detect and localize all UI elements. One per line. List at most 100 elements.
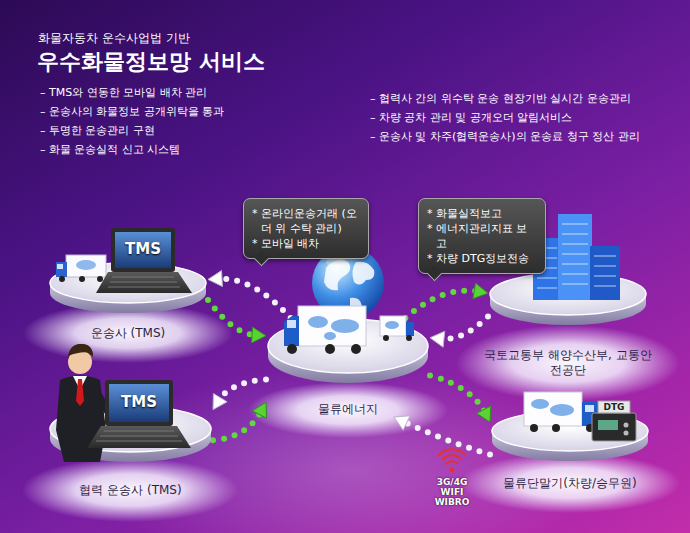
truck-icon bbox=[97, 276, 103, 282]
person-figure bbox=[68, 344, 93, 356]
callout-tail bbox=[254, 251, 270, 267]
signal-icon bbox=[438, 449, 466, 472]
person-figure bbox=[76, 379, 84, 406]
label-glow bbox=[456, 325, 680, 401]
label-glow bbox=[22, 303, 680, 522]
arrow-head bbox=[252, 327, 266, 343]
connector bbox=[430, 317, 488, 348]
arrow-head bbox=[473, 283, 488, 299]
callout-tail bbox=[427, 266, 443, 282]
truck-icon bbox=[79, 276, 85, 282]
dtg-device bbox=[592, 401, 636, 441]
dotted-arc bbox=[405, 291, 478, 318]
callout-text: * 모바일 배차 bbox=[252, 236, 360, 251]
truck-icon bbox=[56, 262, 67, 277]
label-glow bbox=[460, 453, 680, 513]
signal-icon bbox=[442, 455, 462, 460]
platform-label: 물류단말기(차량/승무원) bbox=[484, 476, 656, 491]
callout-text: * 화물실적보고 bbox=[427, 206, 537, 221]
arrow-head bbox=[208, 271, 222, 287]
truck-icon bbox=[325, 344, 335, 354]
connector bbox=[405, 283, 488, 318]
truck-icon bbox=[406, 322, 414, 336]
dotted-arc bbox=[218, 279, 291, 318]
arrow-head bbox=[213, 394, 227, 410]
truck-icon bbox=[287, 320, 296, 328]
arrow-head bbox=[430, 331, 445, 347]
building-icon bbox=[537, 224, 616, 288]
callout-text: * 에너지관리지표 보고 bbox=[427, 221, 537, 251]
device-tag: DTG bbox=[598, 401, 630, 413]
dtg-device bbox=[592, 413, 636, 441]
truck-icon bbox=[531, 399, 549, 409]
truck-icon bbox=[585, 405, 594, 412]
truck-icon bbox=[380, 316, 414, 341]
truck-icon bbox=[56, 255, 106, 282]
laptop-icon bbox=[96, 228, 192, 293]
platform-label: 운송사 (TMS) bbox=[42, 326, 214, 341]
bullet-item: – TMS와 연동한 모바일 배차 관리 bbox=[40, 86, 207, 100]
screen-text: TMS bbox=[109, 393, 169, 411]
connector bbox=[213, 379, 266, 409]
bullet-item: – 협력사 간의 위수탁 운송 현장기반 실시간 운송관리 bbox=[370, 92, 631, 106]
truck-icon bbox=[385, 321, 399, 329]
bullet-item: – 투명한 운송관리 구현 bbox=[40, 124, 155, 138]
dtg-device bbox=[624, 431, 629, 436]
connector bbox=[208, 300, 266, 343]
building-icon bbox=[558, 214, 592, 300]
building-icon bbox=[533, 214, 620, 300]
bullet-item: – 운송사 및 차주(협력운송사)의 운송료 청구 정산 관리 bbox=[370, 130, 640, 144]
label-glow bbox=[22, 458, 238, 522]
laptop-icon bbox=[87, 380, 191, 448]
dtg-device bbox=[598, 401, 630, 413]
laptop-icon bbox=[108, 277, 180, 287]
dtg-device bbox=[598, 420, 618, 430]
bullet-item: – 운송사의 화물정보 공개위탁을 통과 bbox=[40, 105, 225, 119]
arrow-head bbox=[252, 402, 266, 418]
truck-icon bbox=[351, 344, 361, 354]
network-label: 3G/4G WIFI WIBRO bbox=[428, 477, 476, 507]
signal-icon bbox=[438, 449, 466, 456]
truck-icon bbox=[66, 255, 106, 277]
connector bbox=[213, 402, 267, 440]
callout-text: * 차량 DTG정보전송 bbox=[427, 251, 537, 266]
arrow-head bbox=[394, 416, 410, 430]
dotted-arc bbox=[440, 317, 488, 339]
laptop-icon bbox=[87, 426, 191, 448]
dotted-arc bbox=[208, 300, 256, 335]
truck-icon bbox=[324, 332, 336, 340]
laptop-icon bbox=[115, 232, 171, 268]
laptop-icon bbox=[96, 431, 182, 441]
connector bbox=[208, 271, 291, 318]
truck-icon bbox=[76, 260, 96, 270]
callout-box: * 온라인운송거래 (오더 위 수탁 관리)* 모바일 배차 bbox=[243, 198, 369, 259]
platform-label: 국토교통부 해양수산부, 교통안전공단 bbox=[482, 348, 654, 378]
truck-icon bbox=[380, 316, 406, 336]
truck-icon bbox=[57, 264, 63, 269]
connector bbox=[394, 416, 490, 455]
bullet-item: – 차량 공차 관리 및 공개오더 알림서비스 bbox=[370, 111, 572, 125]
signal-icon bbox=[450, 468, 455, 473]
truck-icon bbox=[308, 316, 328, 328]
truck-icon bbox=[524, 392, 582, 426]
truck-icon bbox=[406, 335, 412, 341]
truck-icon bbox=[552, 424, 560, 432]
platform-label: 협력 운송사 (TMS) bbox=[42, 483, 219, 498]
subtitle: 화물자동차 운수사업법 기반 bbox=[38, 31, 190, 46]
laptop-icon bbox=[105, 380, 173, 426]
dtg-device bbox=[624, 423, 629, 428]
globe-icon bbox=[352, 262, 374, 285]
dotted-arc bbox=[218, 379, 266, 401]
arrow-head bbox=[477, 406, 491, 422]
screen-text: TMS bbox=[115, 240, 171, 258]
truck-icon bbox=[287, 344, 297, 354]
truck-icon bbox=[298, 306, 366, 346]
truck-icon bbox=[284, 316, 299, 346]
truck-icon bbox=[383, 335, 389, 341]
truck-icon bbox=[524, 392, 598, 432]
truck-icon bbox=[284, 306, 366, 354]
dotted-arc bbox=[430, 375, 485, 413]
laptop-icon bbox=[96, 272, 192, 293]
